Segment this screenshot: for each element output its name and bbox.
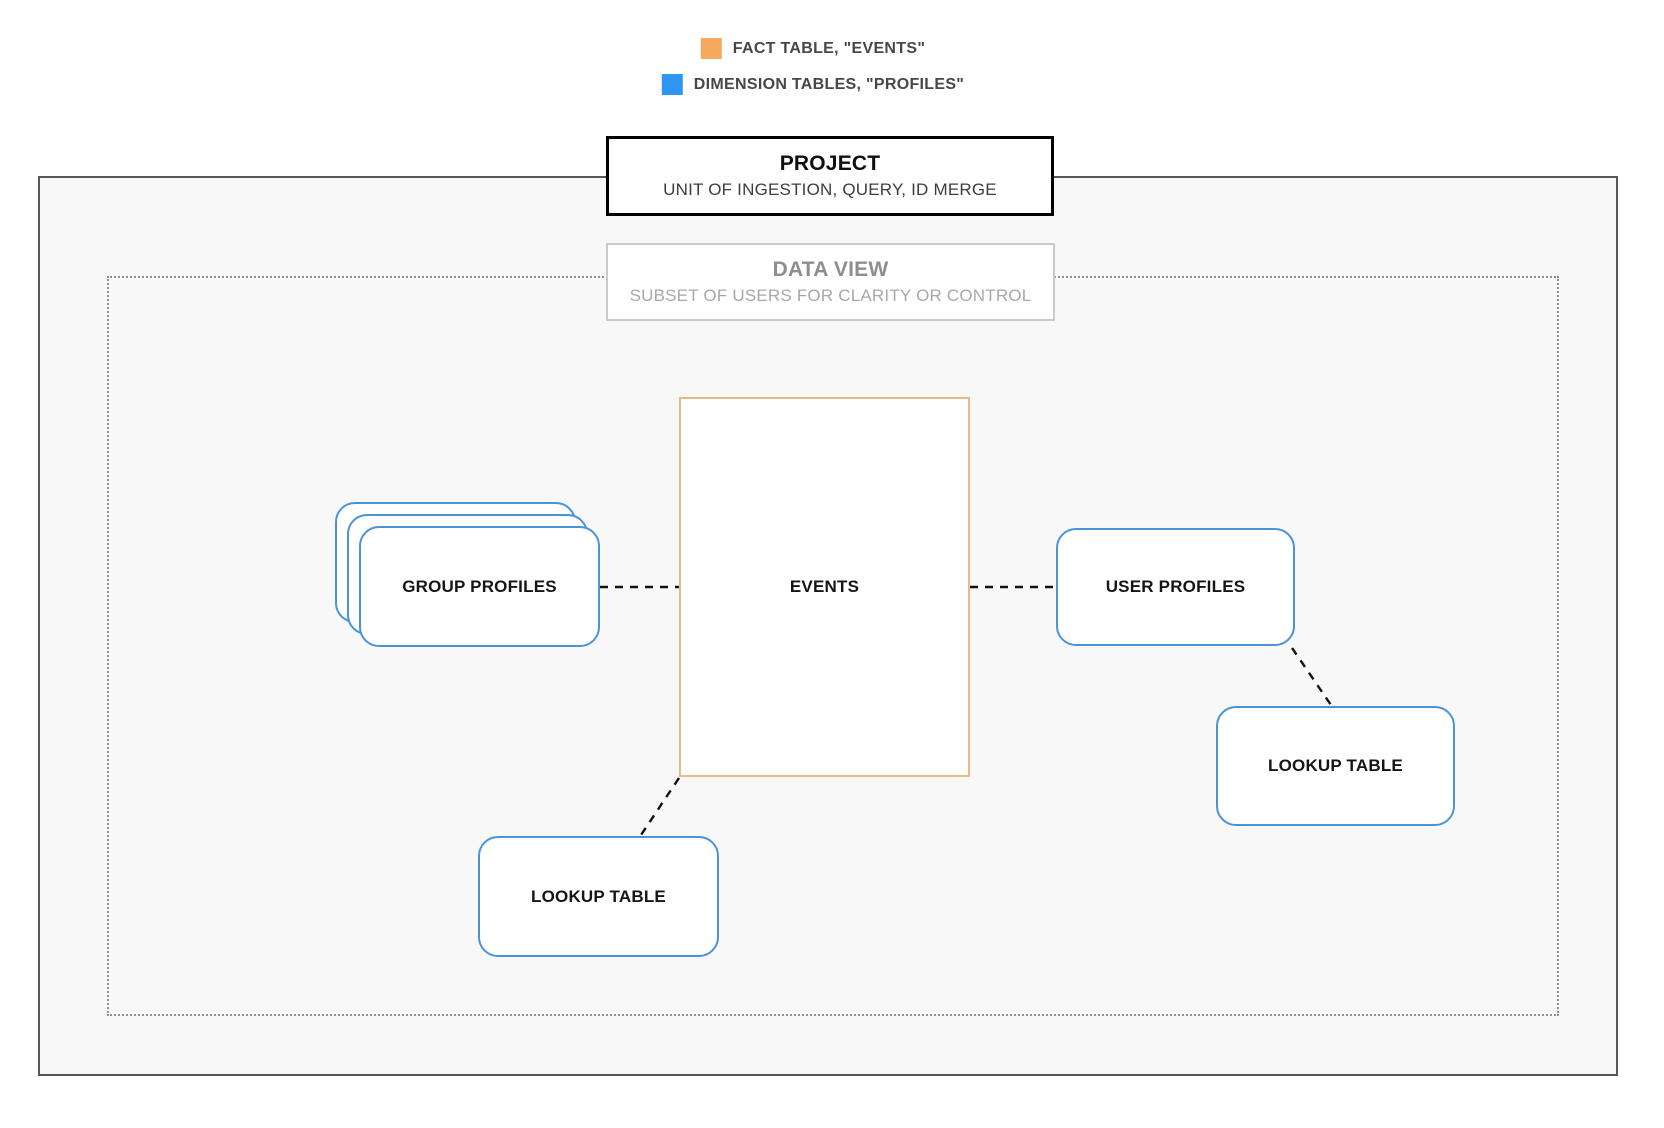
legend-item-dimension-tables: DIMENSION TABLES, "PROFILES"	[661, 74, 965, 95]
project-header-box: PROJECT UNIT OF INGESTION, QUERY, ID MER…	[606, 136, 1054, 216]
legend-fact-table-label: FACT TABLE, "EVENTS"	[732, 39, 926, 57]
lookup-table-left-label: LOOKUP TABLE	[531, 886, 666, 906]
lookup-table-right-node[interactable]: LOOKUP TABLE	[1216, 706, 1455, 826]
data-view-title: DATA VIEW	[772, 258, 889, 282]
data-view-header-box: DATA VIEW SUBSET OF USERS FOR CLARITY OR…	[606, 243, 1055, 321]
group-profiles-node[interactable]: GROUP PROFILES	[359, 526, 600, 647]
lookup-table-right-label: LOOKUP TABLE	[1268, 756, 1403, 775]
events-label: EVENTS	[789, 577, 860, 596]
dimension-tables-swatch-icon	[661, 74, 683, 95]
user-profiles-label: USER PROFILES	[1105, 577, 1246, 596]
fact-table-swatch-icon	[700, 38, 722, 59]
project-title: PROJECT	[779, 152, 881, 176]
legend-item-fact-table: FACT TABLE, "EVENTS"	[700, 38, 926, 59]
data-view-subtitle: SUBSET OF USERS FOR CLARITY OR CONTROL	[629, 285, 1032, 305]
legend: FACT TABLE, "EVENTS" DIMENSION TABLES, "…	[661, 38, 965, 95]
project-subtitle: UNIT OF INGESTION, QUERY, ID MERGE	[663, 179, 997, 199]
lookup-table-left-node[interactable]: LOOKUP TABLE	[478, 836, 719, 957]
group-profiles-label: GROUP PROFILES	[402, 576, 557, 596]
legend-dimension-tables-label: DIMENSION TABLES, "PROFILES"	[693, 75, 965, 93]
user-profiles-node[interactable]: USER PROFILES	[1056, 528, 1295, 646]
events-node[interactable]: EVENTS	[679, 397, 970, 777]
